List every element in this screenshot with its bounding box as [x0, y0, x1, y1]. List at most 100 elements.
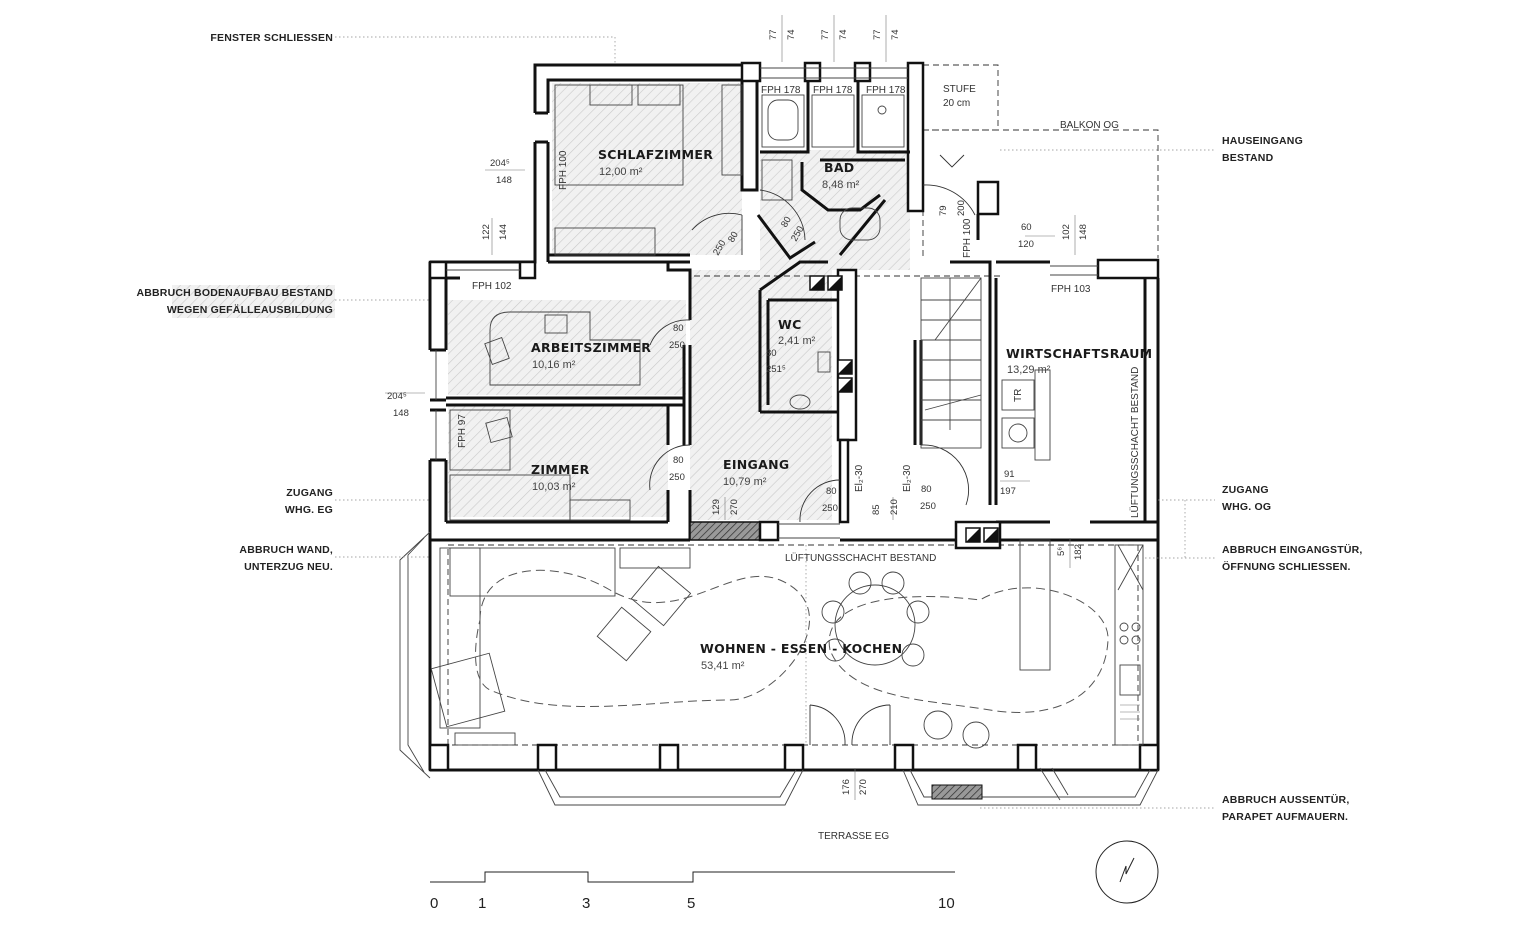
annotation-abbruch-aussentuer-1: ABBRUCH AUSSENTÜR,	[1222, 793, 1349, 806]
furniture	[430, 84, 1144, 749]
annotation-hauseingang-1: HAUSEINGANG	[1222, 135, 1303, 147]
annotation-abbruch-wand-2: UNTERZUG NEU.	[244, 561, 333, 573]
dim-z-door-b: 250	[669, 472, 685, 483]
dim-wirt-top-a: 102	[1061, 224, 1072, 240]
dim-og-door-a: 5⁶	[1056, 547, 1067, 556]
shafts	[809, 275, 999, 543]
doors	[649, 154, 976, 746]
dim-left-sz-a: 204⁵	[490, 158, 510, 169]
annotation-abbruch-eingangstuer-2: ÖFFNUNG SCHLIESSEN.	[1222, 560, 1351, 573]
dim-eg-door-b: 270	[729, 499, 740, 515]
dim-top2-b: 74	[838, 29, 849, 40]
label-fph-100-b: FPH 100	[962, 218, 973, 258]
circulation-loop	[475, 569, 1109, 713]
north-arrow-icon	[1095, 840, 1159, 904]
scale-tick-10: 10	[938, 895, 955, 912]
dim-stair-door-a: 80	[921, 484, 932, 495]
annotation-abbruch-aussentuer-2: PARAPET AUFMAUERN.	[1222, 811, 1348, 823]
dim-wirt-top-b: 148	[1078, 224, 1089, 240]
dimension-lines	[385, 15, 1076, 800]
annotation-abbruch-boden-2: WEGEN GEFÄLLEAUSBILDUNG	[167, 303, 333, 316]
scale-tick-5: 5	[687, 895, 695, 912]
label-el-2: El₂-30	[902, 464, 913, 492]
label-fph-102: FPH 102	[472, 281, 512, 292]
leader-lines	[335, 36, 1215, 809]
label-stufe-1: STUFE	[943, 84, 976, 95]
dim-terr-door-a: 176	[841, 779, 852, 795]
dim-wc-door-b: 251⁵	[766, 364, 786, 375]
dim-mid-door-a: 85	[871, 504, 882, 515]
annotation-abbruch-wand-1: ABBRUCH WAND,	[239, 544, 333, 556]
annotation-zugang-eg-1: ZUGANG	[286, 487, 333, 499]
dim-wirt-door-a: 91	[1004, 469, 1015, 480]
dim-top2-a: 77	[820, 29, 831, 40]
room-name-bad: BAD	[824, 160, 854, 175]
label-fph-103: FPH 103	[1051, 284, 1091, 295]
staircase	[920, 277, 982, 449]
dim-top3-a: 77	[872, 29, 883, 40]
dim-mid-door-b: 210	[889, 499, 900, 515]
dim-z-door-a: 80	[673, 455, 684, 466]
room-area-eingang: 10,79 m²	[723, 476, 767, 488]
annotation-zugang-og-2: WHG. OG	[1222, 501, 1271, 513]
dim-hause2-b: 120	[1018, 239, 1034, 250]
dim-eg-door-a: 129	[711, 499, 722, 515]
scale-tick-3: 3	[582, 895, 590, 912]
room-area-wc: 2,41 m²	[778, 335, 816, 347]
scale-tick-1: 1	[478, 895, 486, 912]
dim-left-z-b: 148	[393, 408, 409, 419]
dim-eing-door-a: 80	[826, 486, 837, 497]
dim-hause-b: 200	[956, 200, 967, 216]
annotation-fenster: FENSTER SCHLIESSEN	[210, 32, 333, 44]
dim-sz-door-a: 80	[726, 230, 741, 245]
annotation-zugang-og-1: ZUGANG	[1222, 484, 1269, 496]
dim-hause2-a: 60	[1021, 222, 1032, 233]
dim-top1-b: 74	[786, 29, 797, 40]
annotation-abbruch-boden-1: ABBRUCH BODENAUFBAU BESTAND	[136, 287, 333, 299]
dim-left-z-a: 204⁵	[387, 391, 407, 402]
dim-top3-b: 74	[890, 29, 901, 40]
dim-stair-door-b: 250	[920, 501, 936, 512]
room-area-wohnen: 53,41 m²	[701, 660, 745, 672]
dim-terr-door-b: 270	[858, 779, 869, 795]
label-fph-100-a: FPH 100	[558, 150, 569, 190]
annotation-zugang-eg-2: WHG. EG	[285, 504, 333, 516]
label-fph-bath-1: FPH 178	[761, 85, 801, 96]
dim-eing-door-b: 250	[822, 503, 838, 514]
label-el-1: El₂-30	[854, 464, 865, 492]
dim-wc-door-a: 80	[766, 348, 777, 359]
label-tr: TR	[1013, 389, 1024, 402]
label-terrasse: TERRASSE EG	[818, 831, 889, 842]
label-lueftung: LÜFTUNGSSCHACHT BESTAND	[785, 552, 936, 564]
room-name-zimmer: ZIMMER	[531, 462, 590, 477]
dim-wirt-door-b: 197	[1000, 486, 1016, 497]
room-name-arbeitszimmer: ARBEITSZIMMER	[531, 340, 651, 355]
dim-bad-door-a: 80	[779, 215, 794, 230]
annotation-abbruch-eingangstuer-1: ABBRUCH EINGANGSTÜR,	[1222, 543, 1363, 556]
dim-ab-door-b: 250	[669, 340, 685, 351]
room-area-arbeitszimmer: 10,16 m²	[532, 359, 576, 371]
annotation-hauseingang-2: BESTAND	[1222, 152, 1274, 164]
label-lueftung-vertical: LÜFTUNGSSCHACHT BESTAND	[1129, 367, 1141, 518]
annotation-hatch-swatch	[172, 285, 335, 318]
room-area-wirtschaftsraum: 13,29 m²	[1007, 364, 1051, 376]
room-area-bad: 8,48 m²	[822, 179, 860, 191]
label-fph-bath-2: FPH 178	[813, 85, 853, 96]
label-balkon: BALKON OG	[1060, 120, 1119, 131]
room-area-zimmer: 10,03 m²	[532, 481, 576, 493]
room-name-wohnen: WOHNEN - ESSEN - KOCHEN	[700, 641, 902, 656]
dim-og-door-b: 182	[1073, 544, 1084, 560]
scale-bar	[430, 871, 955, 883]
dim-ab-door-a: 80	[673, 323, 684, 334]
label-stufe-2: 20 cm	[943, 98, 970, 109]
room-name-schlafzimmer: SCHLAFZIMMER	[598, 147, 713, 162]
label-fph-bath-3: FPH 178	[866, 85, 906, 96]
label-fph-97: FPH 97	[457, 414, 468, 448]
scale-tick-0: 0	[430, 895, 438, 912]
dim-top1-a: 77	[768, 29, 779, 40]
dim-left-sz-b: 148	[496, 175, 512, 186]
room-name-wc: WC	[778, 317, 802, 332]
dim-left-ab-b: 144	[498, 224, 509, 240]
dim-left-ab-a: 122	[481, 224, 492, 240]
